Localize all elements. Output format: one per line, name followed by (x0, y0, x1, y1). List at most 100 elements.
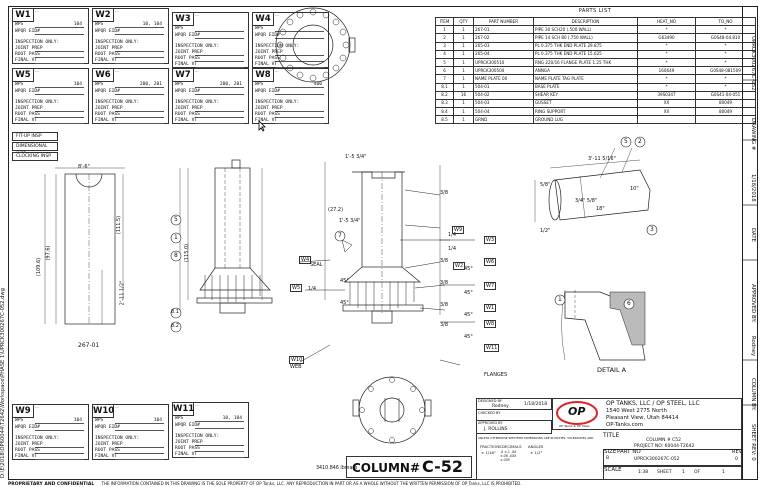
inspection-label: INSPECTION ONLY: (95, 40, 140, 45)
rev-value: 0 (735, 457, 738, 462)
drawing-frame (8, 6, 758, 480)
part-no-label: PART NO (617, 449, 641, 455)
weld-box-code: --- (35, 69, 39, 73)
dim-iso-end: 5/8" (540, 182, 551, 188)
approved-by: J. ROLLINS (484, 427, 508, 432)
weld-box-id: W6 (93, 69, 114, 82)
designed-by-cell (476, 398, 552, 410)
root-pass-label: ROOT PASS (175, 112, 200, 117)
wpqr-label: WPQR EID# (15, 89, 40, 94)
flag-web: WEB (290, 364, 302, 370)
wpqr-label: WPQR EID# (255, 33, 280, 38)
weld-tag-w8: W8 (484, 320, 497, 328)
of-value: 1 (722, 470, 725, 475)
logo-tag: OP Tanks & OP Steel (559, 424, 590, 428)
mouse-cursor-icon (258, 120, 266, 132)
dim-iso-18: 18" (596, 206, 605, 212)
wps-value: 200, 201 (219, 82, 242, 87)
wps-label: WPS (175, 82, 184, 87)
wpqr-label: WPQR EID# (175, 423, 200, 428)
dim-height-d: (115.0) (184, 243, 191, 263)
weight: 3410.846 lbmass (316, 466, 358, 471)
wpqr-label: WPQR EID# (95, 425, 120, 430)
inspection-label: INSPECTION ONLY: (15, 100, 60, 105)
wps-value: 104 (73, 22, 82, 27)
weld-box-code: --- (195, 403, 199, 407)
callout-number: 8 (174, 252, 178, 259)
weld-size: 3/8 (440, 190, 449, 196)
designed-by: Rodney (492, 404, 509, 409)
weld-size: 3/8 (440, 322, 449, 328)
weld-box-id: W9 (13, 405, 34, 418)
flag-seal: SEAL (310, 262, 323, 268)
weld-angle: 45° (464, 266, 473, 272)
inspection-box-fitup: FIT-UP INSP (12, 132, 58, 141)
company-address-1: 1540 West 2775 North (606, 408, 667, 414)
dim-height-b: (109.6) (36, 257, 43, 277)
weld-size: 3/8 (440, 258, 449, 264)
inspection-label: INSPECTION ONLY: (15, 436, 60, 441)
weld-box-code: --- (275, 69, 279, 73)
weld-box-code: --- (115, 69, 119, 73)
flag-flanges: FLANGES (484, 372, 508, 378)
wps-label: WPS (15, 418, 24, 423)
title-value: COLUMN # C52 (646, 438, 682, 443)
inspection-label: INSPECTION ONLY: (175, 44, 220, 49)
inspection-label: INSPECTION ONLY: (175, 100, 220, 105)
weld-size: 3/8 (440, 280, 449, 286)
wpqr-label: WPQR EID# (175, 33, 200, 38)
size-label: SIZE (604, 449, 617, 455)
size-value: B (606, 456, 610, 461)
callout-number: 8.2 (171, 323, 179, 329)
inspection-label: INSPECTION ONLY: (95, 100, 140, 105)
tolerance-note: UNLESS OTHERWISE SPECIFIED DIMENSIONS AR… (478, 436, 594, 440)
scale-label: SCALE (604, 467, 622, 473)
final-vt-label: FINAL VT (175, 452, 198, 457)
wps-label: WPS (255, 82, 264, 87)
company-cell (552, 398, 742, 430)
wps-value: 10, 104 (142, 22, 162, 27)
dim-lower: 1'-5 3/4" (339, 218, 361, 224)
weld-tag-w2: W2 (453, 262, 466, 270)
size-part-cell (603, 449, 742, 466)
weld-angle: 45° (340, 300, 349, 306)
weld-box-code: --- (275, 13, 279, 17)
wps-label: WPS (15, 82, 24, 87)
weld-size: 3/8 (440, 302, 449, 308)
weld-size: 1/4 (308, 286, 317, 292)
weld-box-code: --- (115, 9, 119, 13)
root-pass-label: ROOT PASS (175, 56, 200, 61)
detail-label: DETAIL A (597, 366, 627, 374)
joint-prep-label: JOINT PREP (95, 442, 123, 447)
sheet-value: 1 (682, 470, 685, 475)
joint-prep-label: JOINT PREP (255, 50, 283, 55)
design-date: 1/18/2018 (524, 402, 548, 407)
wps-label: WPS (255, 26, 264, 31)
joint-prep-label: JOINT PREP (15, 106, 43, 111)
approved-by-label: APPROVED BY (478, 421, 503, 425)
weld-box-id: W5 (13, 69, 34, 82)
root-pass-label: ROOT PASS (255, 112, 280, 117)
dim-top-width: 8'-6" (78, 164, 90, 170)
scale-value: 1:38 (638, 470, 649, 475)
joint-prep-label: JOINT PREP (175, 440, 203, 445)
side-rail: UPRCK300267C-052 DRAWING # 1/18/2018 DAT… (742, 6, 759, 480)
wps-value: 10, 104 (222, 416, 242, 421)
scale-sheet-cell (603, 466, 742, 480)
footer-text: THE INFORMATION CONTAINED IN THIS DRAWIN… (101, 481, 522, 486)
wps-label: WPS (15, 22, 24, 27)
of-label: OF (694, 470, 701, 475)
wpqr-label: WPQR EID# (15, 29, 40, 34)
wpqr-label: WPQR EID# (175, 89, 200, 94)
final-vt-label: FINAL VT (95, 58, 118, 63)
wps-value: 400 (313, 82, 322, 87)
callout-number: 1 (174, 234, 178, 241)
final-vt-label: FINAL VT (15, 118, 38, 123)
